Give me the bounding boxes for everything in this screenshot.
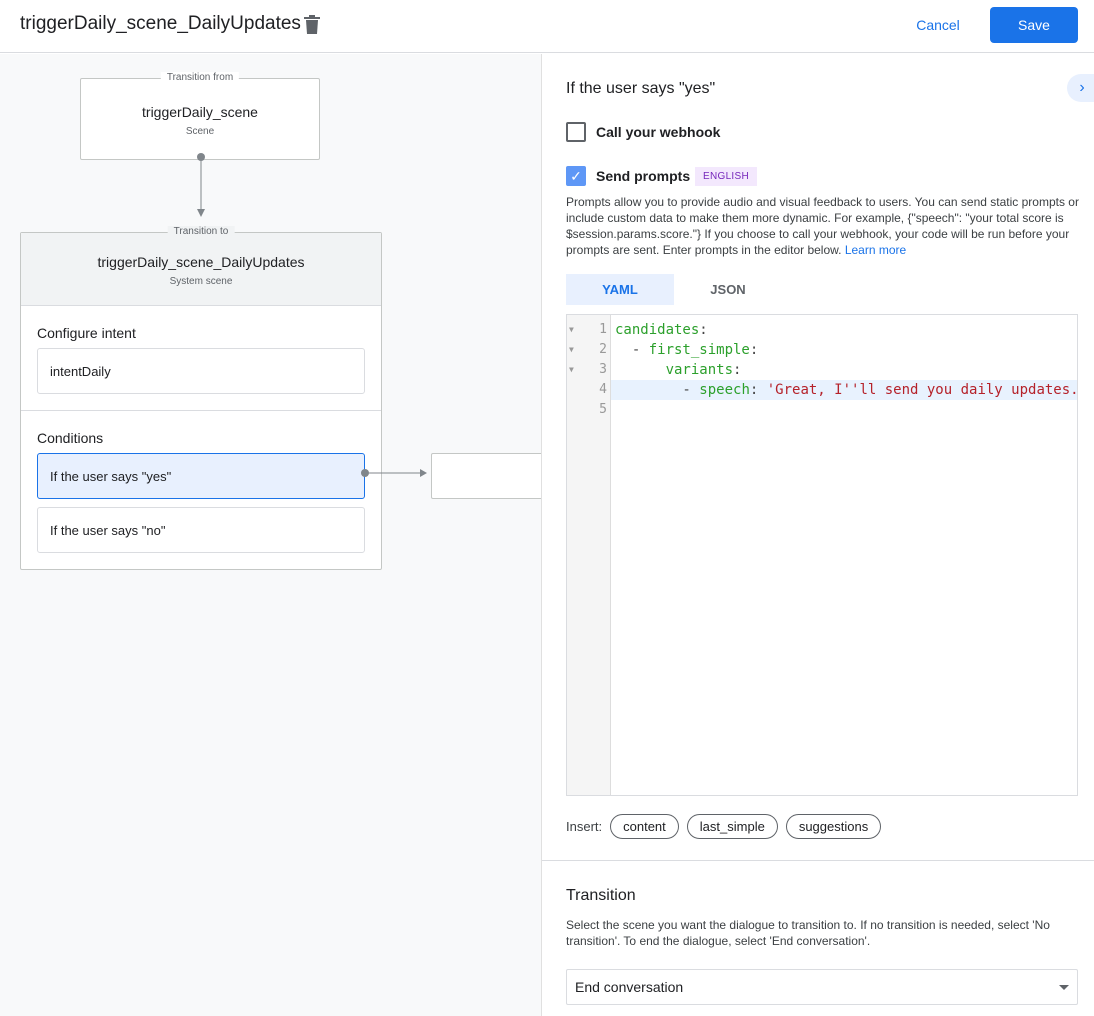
intent-item[interactable]: intentDaily <box>37 348 365 394</box>
tab-yaml[interactable]: YAML <box>566 274 674 305</box>
tab-json[interactable]: JSON <box>710 282 746 297</box>
language-badge: ENGLISH <box>695 167 758 186</box>
transition-to-label: Transition to <box>167 226 235 237</box>
insert-chip-suggestions[interactable]: suggestions <box>785 814 882 839</box>
page-title: triggerDaily_scene_DailyUpdates <box>20 13 301 34</box>
transition-value: End conversation <box>575 979 684 995</box>
condition-connector <box>361 469 427 477</box>
save-button[interactable]: Save <box>990 7 1078 43</box>
fold-icon[interactable]: ▼ <box>569 365 574 374</box>
chevron-right-icon[interactable]: › <box>1067 74 1094 102</box>
line-number: 4 <box>599 382 607 397</box>
transition-description: Select the scene you want the dialogue t… <box>566 918 1050 948</box>
transition-target-node[interactable] <box>431 453 541 499</box>
transition-select[interactable]: End conversation <box>566 969 1078 1005</box>
insert-chip-last-simple[interactable]: last_simple <box>686 814 778 839</box>
code-key: first_simple <box>648 342 750 358</box>
insert-label: Insert: <box>566 819 603 834</box>
panel-heading: If the user says "yes" <box>566 80 716 97</box>
transition-heading: Transition <box>566 887 636 904</box>
transition-to-node: Transition to triggerDaily_scene_DailyUp… <box>20 226 382 570</box>
send-prompts-label: Send prompts <box>596 168 691 184</box>
prompts-description: Prompts allow you to provide audio and v… <box>566 194 1086 258</box>
check-icon: ✓ <box>570 167 582 184</box>
condition-no[interactable]: If the user says "no" <box>37 507 365 553</box>
header: triggerDaily_scene_DailyUpdates Cancel S… <box>0 0 1094 53</box>
insert-chip-content[interactable]: content <box>610 814 679 839</box>
webhook-checkbox[interactable] <box>566 122 586 142</box>
line-number: 1 <box>599 322 607 337</box>
description-text: Prompts allow you to provide audio and v… <box>566 195 1079 257</box>
conditions-heading: Conditions <box>37 430 104 446</box>
code-key: variants <box>665 362 734 378</box>
fold-icon[interactable]: ▼ <box>569 345 574 354</box>
condition-panel: › If the user says "yes" Call your webho… <box>542 54 1094 1016</box>
to-scene-type: System scene <box>169 276 233 287</box>
divider <box>542 860 1094 861</box>
learn-more-link[interactable]: Learn more <box>844 243 907 257</box>
code-key: candidates <box>615 322 700 338</box>
code-key: speech <box>699 382 750 398</box>
dropdown-arrow-icon <box>1059 985 1069 990</box>
send-prompts-checkbox[interactable]: ✓ <box>566 166 586 186</box>
cancel-button[interactable]: Cancel <box>916 17 960 33</box>
from-scene-type: Scene <box>185 126 215 137</box>
flow-canvas[interactable]: Transition from triggerDaily_scene Scene… <box>0 54 542 1016</box>
condition-yes[interactable]: If the user says "yes" <box>37 453 365 499</box>
connector-arrow <box>197 153 205 217</box>
trash-icon[interactable] <box>304 15 320 34</box>
code-value: 'Great, I''ll send you daily updates. <box>766 382 1078 398</box>
to-scene-name: triggerDaily_scene_DailyUpdates <box>97 254 305 270</box>
transition-from-node[interactable]: Transition from triggerDaily_scene Scene <box>80 72 320 160</box>
line-number: 2 <box>599 342 607 357</box>
configure-intent-heading: Configure intent <box>37 325 136 341</box>
webhook-label: Call your webhook <box>596 124 721 140</box>
transition-from-label: Transition from <box>160 72 240 83</box>
line-number: 3 <box>599 362 607 377</box>
from-scene-name: triggerDaily_scene <box>142 104 258 120</box>
insert-row: Insert: content last_simple suggestions <box>566 814 882 839</box>
line-number: 5 <box>599 402 607 417</box>
fold-icon[interactable]: ▼ <box>569 325 574 334</box>
